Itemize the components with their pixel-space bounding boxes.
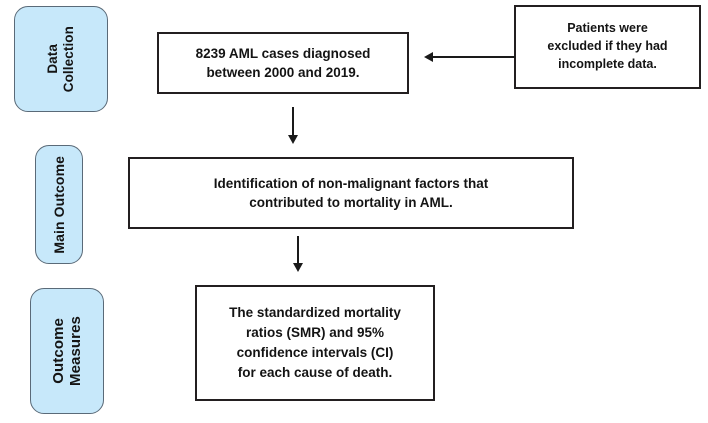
identification-box: Identification of non-malignant factors …	[128, 157, 574, 229]
stage-pill-data-collection: Data Collection	[14, 6, 108, 112]
identification-box-text: Identification of non-malignant factors …	[213, 175, 489, 210]
stage-label-line: Main Outcome	[50, 155, 67, 254]
stage-label-line: Measures	[66, 315, 84, 386]
cases-box: 8239 AML cases diagnosed between 2000 an…	[157, 32, 409, 94]
stage-label-line: Collection	[60, 25, 76, 93]
exclusion-box: Patients were excluded if they had incom…	[514, 5, 701, 89]
stage-pill-main-outcome: Main Outcome	[35, 145, 83, 264]
stage-pill-outcome-measures: Outcome Measures	[30, 288, 104, 414]
measures-box-text: The standardized mortality ratios (SMR) …	[229, 304, 401, 381]
exclusion-box-text: Patients were excluded if they had incom…	[547, 21, 668, 71]
measures-box: The standardized mortality ratios (SMR) …	[195, 285, 435, 401]
stage-label-line: Data	[45, 44, 61, 74]
arrow-cases-to-identification-icon	[286, 107, 300, 144]
stage-label-line: Outcome	[49, 318, 67, 384]
arrow-exclusion-to-cases-icon	[424, 50, 515, 64]
cases-box-text: 8239 AML cases diagnosed between 2000 an…	[195, 45, 371, 80]
arrow-identification-to-measures-icon	[291, 236, 305, 272]
